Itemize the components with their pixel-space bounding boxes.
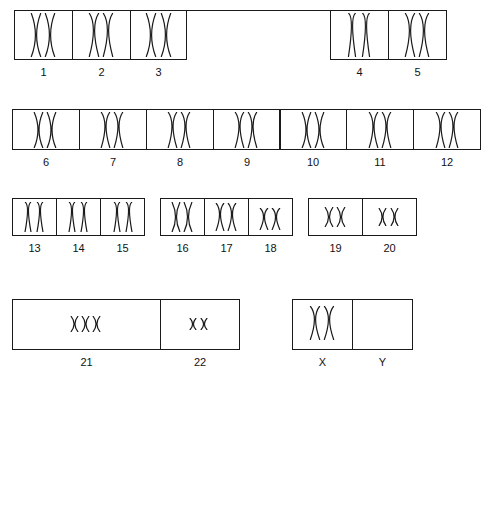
chromosome-number: 20 [383,242,395,254]
chromosome-number: 9 [244,156,250,168]
chromosome-number: 12 [441,156,453,168]
chromosome-number: 18 [264,242,276,254]
chromosome-box: 16 [160,198,205,236]
chromosome-box: 3 [130,10,187,60]
chromosome-number: 5 [414,66,420,78]
chromosome-number: 3 [155,66,161,78]
chromosome-box: 22 [160,299,240,350]
chromosome-number: 6 [43,156,49,168]
chromosome-number: 22 [194,356,206,368]
chromosome-number: 11 [374,156,385,168]
chromosome-box: 17 [204,198,249,236]
chromosome-box: 13 [12,198,57,236]
chromosome-number: 17 [220,242,232,254]
chromosome-number: 2 [98,66,104,78]
chromosome-box: 9 [213,109,281,150]
chromosome-box: 11 [346,109,414,150]
chromosome-box: 2 [72,10,131,60]
chromosome-box: Y [352,299,413,350]
chromosome-box: 10 [279,109,347,150]
chromosome-box: 20 [362,198,417,236]
chromosome-box: 14 [56,198,101,236]
chromosome-number: 19 [329,242,341,254]
chromosome-box: 4 [330,10,389,60]
chromosome-number: 8 [177,156,183,168]
chromosome-number: Y [379,356,386,368]
chromosome-number: 7 [110,156,116,168]
chromosome-box: 5 [388,10,447,60]
chromosome-number: 16 [176,242,188,254]
chromosome-box: 12 [413,109,481,150]
chromosome-number: 1 [40,66,46,78]
chromosome-box: 1 [14,10,73,60]
chromosome-box: 19 [308,198,363,236]
chromosome-box: 18 [248,198,293,236]
chromosome-number: 15 [116,242,128,254]
group-border [186,10,331,11]
chromosome-number: 13 [28,242,40,254]
chromosomes [25,13,458,340]
chromosome-box: 6 [12,109,80,150]
chromosome-box: 7 [79,109,147,150]
chromosome-box: 21 [12,299,161,350]
chromosome-number: 10 [307,156,319,168]
chromosome-number: 21 [80,356,92,368]
chromosome-number: 4 [356,66,362,78]
chromosome-number: X [319,356,326,368]
chromosome-box: 15 [100,198,145,236]
chromosome-box: X [292,299,353,350]
chromosome-number: 14 [72,242,84,254]
chromosome-box: 8 [146,109,214,150]
